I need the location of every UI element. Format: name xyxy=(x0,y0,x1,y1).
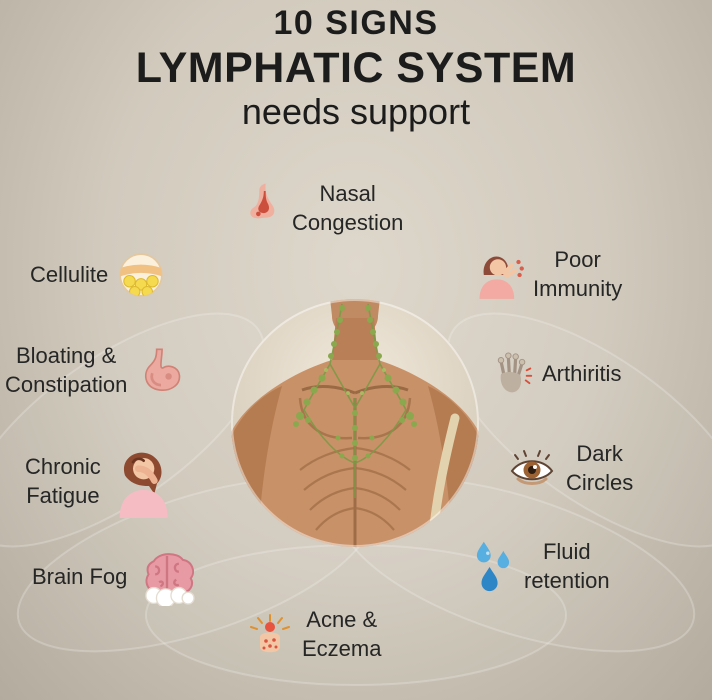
sign-label: Fluid retention xyxy=(524,539,610,593)
irritated-face-icon xyxy=(246,609,294,661)
sign-cellulite: Cellulite xyxy=(30,250,166,300)
sign-label: Arthiritis xyxy=(542,360,622,386)
title-line-3: needs support xyxy=(241,91,471,132)
title-line-1: 10 SIGNS xyxy=(273,4,439,42)
sign-brain-fog: Brain Fog xyxy=(32,548,199,606)
sign-bloating-constipation: Bloating & Constipation xyxy=(5,342,187,399)
sign-label: Brain Fog xyxy=(32,563,128,589)
nose-icon xyxy=(240,180,284,224)
sign-poor-immunity: Poor Immunity xyxy=(473,246,622,303)
sign-label: Acne & Eczema xyxy=(302,607,382,661)
sign-label: Dark Circles xyxy=(566,441,634,495)
skin-layer-icon xyxy=(116,250,166,300)
sign-chronic-fatigue: Chronic Fatigue xyxy=(25,446,173,518)
water-drops-icon xyxy=(470,539,516,595)
sign-fluid-retention: Fluid retention xyxy=(470,538,610,595)
sign-acne-eczema: Acne & Eczema xyxy=(246,606,381,663)
eye-icon xyxy=(506,445,558,493)
sign-nasal-congestion: Nasal Congestion xyxy=(240,180,403,237)
sign-arthiritis: Arthiritis xyxy=(490,350,621,398)
stomach-icon xyxy=(135,345,187,397)
sign-label: Poor Immunity xyxy=(533,247,623,301)
sign-dark-circles: Dark Circles xyxy=(506,440,633,497)
tired-woman-icon xyxy=(109,446,173,518)
sneezing-person-icon xyxy=(473,249,525,301)
title-line-2: LYMPHATIC SYSTEM xyxy=(135,44,577,92)
sign-label: Nasal Congestion xyxy=(292,181,404,235)
sign-label: Bloating & Constipation xyxy=(5,343,128,397)
hand-bones-icon xyxy=(490,350,534,398)
brain-cloud-icon xyxy=(135,548,199,606)
lymphatic-torso-illustration xyxy=(230,298,480,548)
sign-label: Cellulite xyxy=(30,261,109,287)
page-title: 10 SIGNS LYMPHATIC SYSTEM needs support xyxy=(0,4,712,133)
sign-label: Chronic Fatigue xyxy=(25,454,101,508)
